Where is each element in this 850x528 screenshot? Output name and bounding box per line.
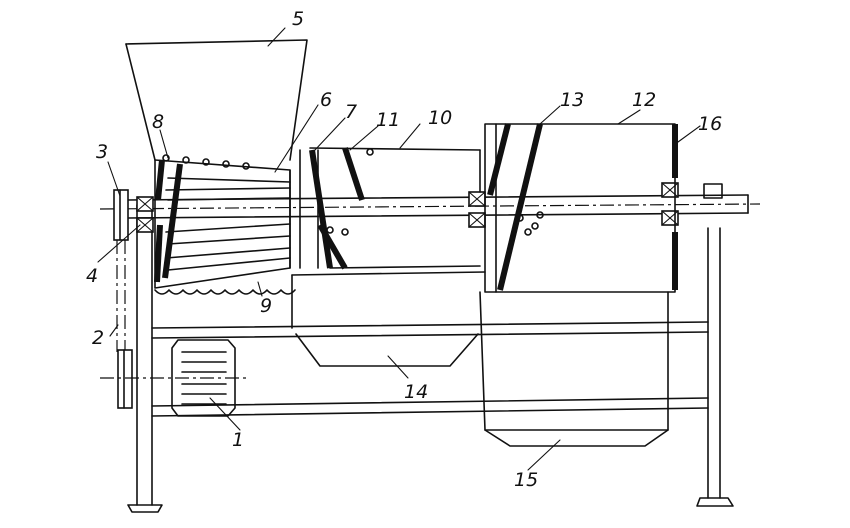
frame (127, 183, 734, 513)
label-12: 12 (632, 89, 656, 111)
label-11: 11 (376, 109, 400, 131)
label-9: 9 (260, 295, 272, 317)
label-3: 3 (96, 141, 108, 163)
leader-lines (97, 27, 701, 471)
label-4: 4 (86, 265, 98, 287)
label-8: 8 (152, 111, 164, 133)
screw-drum (154, 154, 296, 295)
second-drum (299, 147, 481, 270)
label-15: 15 (514, 469, 538, 491)
third-drum (484, 123, 678, 293)
label-14: 14 (404, 381, 428, 403)
label-2: 2 (92, 327, 104, 349)
part-labels: 1 2 3 4 5 6 7 8 9 10 11 12 13 14 15 16 (86, 8, 722, 491)
label-1: 1 (232, 429, 244, 451)
label-6: 6 (320, 89, 332, 111)
belt-drive (100, 189, 250, 409)
main-shaft (99, 194, 761, 219)
collector-14 (295, 333, 479, 367)
hopper (125, 39, 308, 161)
label-16: 16 (698, 113, 722, 135)
label-7: 7 (345, 101, 357, 123)
label-5: 5 (292, 8, 304, 30)
collector-15 (479, 291, 669, 447)
label-13: 13 (560, 89, 584, 111)
label-10: 10 (428, 107, 452, 129)
motor (171, 339, 236, 417)
bearings (136, 182, 679, 233)
